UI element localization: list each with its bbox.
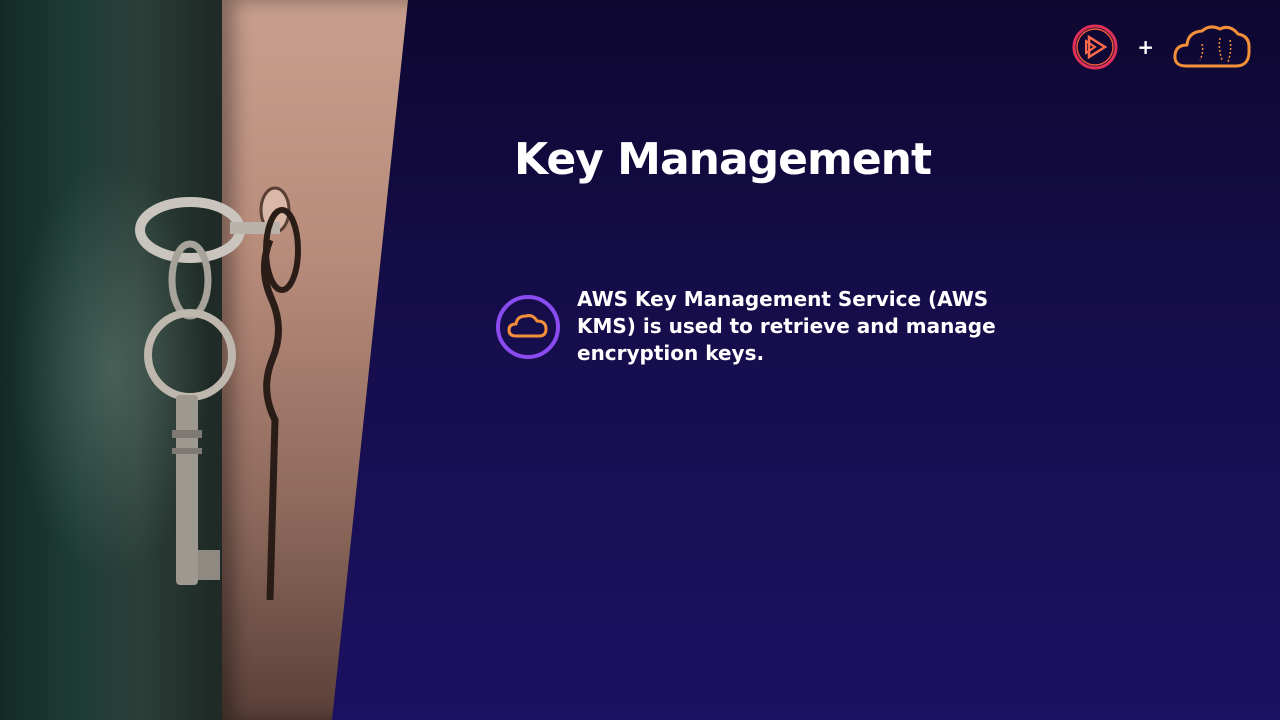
photo-panel [0,0,408,720]
plus-separator: + [1137,35,1154,59]
brand-logos: + [1071,22,1252,72]
page-title: Key Management [514,134,932,185]
keys-in-lock-image [135,186,301,601]
play-icon [1072,24,1118,70]
bullet-text: AWS Key Management Service (AWS KMS) is … [577,287,996,365]
bullet-item: AWS Key Management Service (AWS KMS) is … [495,286,1015,367]
cloud-icon [1173,25,1251,68]
cloud-icon [496,295,560,359]
